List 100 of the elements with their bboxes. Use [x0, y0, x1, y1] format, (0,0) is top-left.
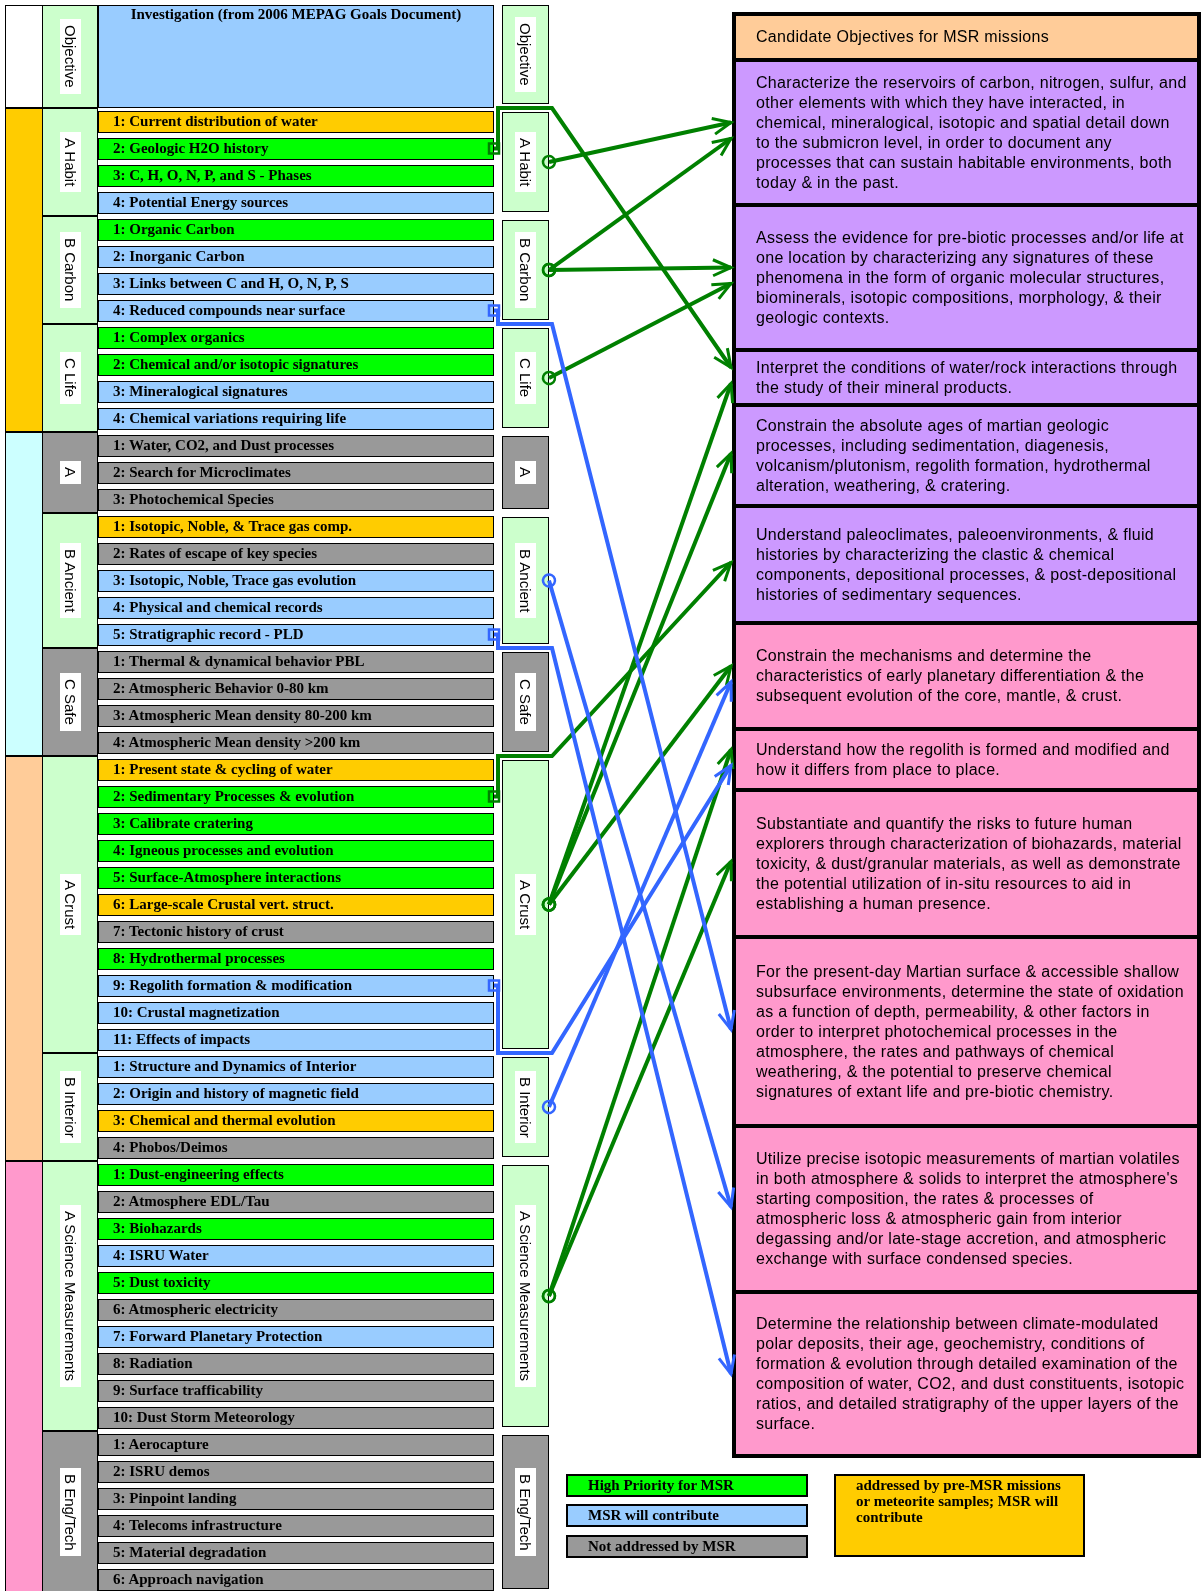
investigation-row: 3: Chemical and thermal evolution — [98, 1110, 494, 1132]
objective-box: Utilize precise isotopic measurements of martian volatiles in both atmosphere & solids to interpret the atmosphere's starting composition, the rates & processes of atmospheric loss & atmospheric gain from interior degassing and/or late-stage accretion, and atmospheric exchange with surface condensed species. — [732, 1124, 1201, 1290]
arrow — [487, 764, 733, 1055]
category-cell — [502, 5, 549, 104]
category-label: A Crust — [515, 873, 536, 936]
investigation-row: 1: Aerocapture — [98, 1434, 494, 1456]
investigation-row: 10: Crustal magnetization — [98, 1002, 494, 1024]
category-cell — [42, 648, 98, 756]
investigation-row: 6: Large-scale Crustal vert. struct. — [98, 894, 494, 916]
category-label: A — [515, 461, 536, 484]
arrow — [487, 106, 733, 369]
objective-box: Substantiate and quantify the risks to future human explorers through characterization of biohazards, material toxicity, & dust/granular materials, as well as demonstrate the potential utilization of in-situ resources to aid in establishing a human presence. — [732, 788, 1201, 935]
investigation-row: 1: Thermal & dynamical behavior PBL — [98, 651, 494, 673]
arrow — [541, 860, 733, 1304]
investigation-row: 4: Phobos/Deimos — [98, 1137, 494, 1159]
goal-color-band — [5, 756, 43, 1161]
category-cell — [502, 220, 549, 320]
category-cell — [42, 5, 98, 108]
investigation-row: 4: Igneous processes and evolution — [98, 840, 494, 862]
legend-text: addressed by pre-MSR missions or meteorite samples; MSR will contribute — [856, 1477, 1061, 1525]
category-cell — [502, 652, 549, 752]
column-header: Investigation (from 2006 MEPAG Goals Document) — [98, 5, 494, 108]
investigation-row: 4: Telecoms infrastructure — [98, 1515, 494, 1537]
category-cell — [502, 112, 549, 212]
category-cell — [42, 432, 98, 513]
investigation-row: 1: Water, CO2, and Dust processes — [98, 435, 494, 457]
investigation-row: 2: Geologic H2O history — [98, 138, 494, 160]
investigation-row: 7: Forward Planetary Protection — [98, 1326, 494, 1348]
investigation-row: 3: Isotopic, Noble, Trace gas evolution — [98, 570, 494, 592]
investigation-row: 5: Surface-Atmosphere interactions — [98, 867, 494, 889]
category-cell — [502, 517, 549, 644]
investigation-row: 1: Present state & cycling of water — [98, 759, 494, 781]
arrow — [541, 258, 733, 278]
investigation-row: 3: Pinpoint landing — [98, 1488, 494, 1510]
investigation-row: 11: Effects of impacts — [98, 1029, 494, 1051]
investigation-row: 2: Rates of escape of key species — [98, 543, 494, 565]
investigation-row: 4: ISRU Water — [98, 1245, 494, 1267]
investigation-row: 4: Physical and chemical records — [98, 597, 494, 619]
category-cell — [502, 436, 549, 509]
investigation-row: 8: Hydrothermal processes — [98, 948, 494, 970]
category-cell — [42, 324, 98, 432]
investigation-row: 2: ISRU demos — [98, 1461, 494, 1483]
category-label: A Science Measurements — [59, 1204, 81, 1388]
objective-box: Constrain the absolute ages of martian geologic processes, including sedimentation, diagenesis, volcanism/plutonism, regolith formation, hydrothermal alteration, weathering, & cratering. — [732, 403, 1201, 504]
investigation-row: 3: Biohazards — [98, 1218, 494, 1240]
arrow — [541, 680, 733, 1115]
category-label: C Safe — [59, 673, 81, 731]
category-cell — [502, 1057, 549, 1157]
investigation-row: 4: Reduced compounds near surface — [98, 300, 494, 322]
investigation-row: 9: Regolith formation & modification — [98, 975, 494, 997]
category-label: B Ancient — [515, 542, 536, 619]
category-label: C Safe — [515, 673, 536, 731]
investigation-row: 2: Search for Microclimates — [98, 462, 494, 484]
investigation-row: 4: Atmospheric Mean density >200 km — [98, 732, 494, 754]
investigation-row: 2: Atmosphere EDL/Tau — [98, 1191, 494, 1213]
objective-box: Characterize the reservoirs of carbon, nitrogen, sulfur, and other elements with which they have interacted, in chemical, mineralogical, isotopic and spatial detail down to the submicron level, in order to document any processes that can sustain habitable environments, both today & in the past. — [732, 58, 1201, 203]
arrow — [541, 281, 733, 386]
investigation-row: 5: Dust toxicity — [98, 1272, 494, 1294]
objective-box: Determine the relationship between climate-modulated polar deposits, their age, geochemistry, conditions of formation & evolution through detailed examination of the composition of water, CO2, and dust constituents, isotopic ratios, and detailed stratigraphy of the upper layers of the surface. — [732, 1290, 1201, 1458]
objective-box: For the present-day Martian surface & accessible shallow subsurface environments, determine the state of oxidation as a function of depth, permeability, & other factors in order to interpret photochemical processes in the atmosphere, the rates and pathways of chemical weathering, & the potential to preserve chemical signatures of extant life and pre-biotic chemistry. — [732, 935, 1201, 1124]
category-label: B Eng/Tech — [515, 1467, 536, 1557]
arrow — [487, 561, 733, 803]
investigation-row: 3: Links between C and H, O, N, P, S — [98, 273, 494, 295]
category-label: A Science Measurements — [515, 1204, 536, 1388]
category-label: A Crust — [59, 873, 81, 936]
investigation-row: 4: Potential Energy sources — [98, 192, 494, 214]
category-cell — [42, 513, 98, 648]
investigation-row: 1: Isotopic, Noble, & Trace gas comp. — [98, 516, 494, 538]
category-label: A — [59, 461, 81, 484]
investigation-row: 3: Photochemical Species — [98, 489, 494, 511]
objective-box: Understand how the regolith is formed and modified and how it differs from place to place. — [732, 727, 1201, 788]
category-label: B Interior — [59, 1070, 81, 1144]
investigation-row: 6: Approach navigation — [98, 1569, 494, 1591]
investigation-row: 1: Complex organics — [98, 327, 494, 349]
investigation-row: 2: Inorganic Carbon — [98, 246, 494, 268]
investigation-row: 5: Material degradation — [98, 1542, 494, 1564]
category-label: A Habit — [59, 131, 81, 193]
arrow — [541, 573, 736, 1209]
arrow — [487, 628, 736, 1376]
legend-text: High Priority for MSR — [588, 1477, 734, 1493]
category-cell — [42, 216, 98, 324]
category-label: Objective — [515, 17, 536, 92]
investigation-row: 2: Atmospheric Behavior 0-80 km — [98, 678, 494, 700]
category-label: C Life — [515, 352, 536, 404]
objective-box: Interpret the conditions of water/rock interactions through the study of their mineral products. — [732, 348, 1201, 403]
investigation-row: 2: Chemical and/or isotopic signatures — [98, 354, 494, 376]
investigation-row: 3: Calibrate cratering — [98, 813, 494, 835]
category-label: C Life — [59, 352, 81, 404]
category-cell — [42, 1161, 98, 1431]
investigation-row: 2: Origin and history of magnetic field — [98, 1083, 494, 1105]
goal-color-band — [5, 432, 43, 756]
investigation-row: 1: Organic Carbon — [98, 219, 494, 241]
category-label: B Eng/Tech — [59, 1467, 81, 1557]
investigation-row: 3: Mineralogical signatures — [98, 381, 494, 403]
category-label: B Interior — [515, 1070, 536, 1144]
goal-color-band — [5, 1161, 43, 1591]
investigation-row: 9: Surface trafficability — [98, 1380, 494, 1402]
investigation-row: 2: Sedimentary Processes & evolution — [98, 786, 494, 808]
arrow — [541, 664, 733, 912]
arrow — [487, 304, 736, 1031]
